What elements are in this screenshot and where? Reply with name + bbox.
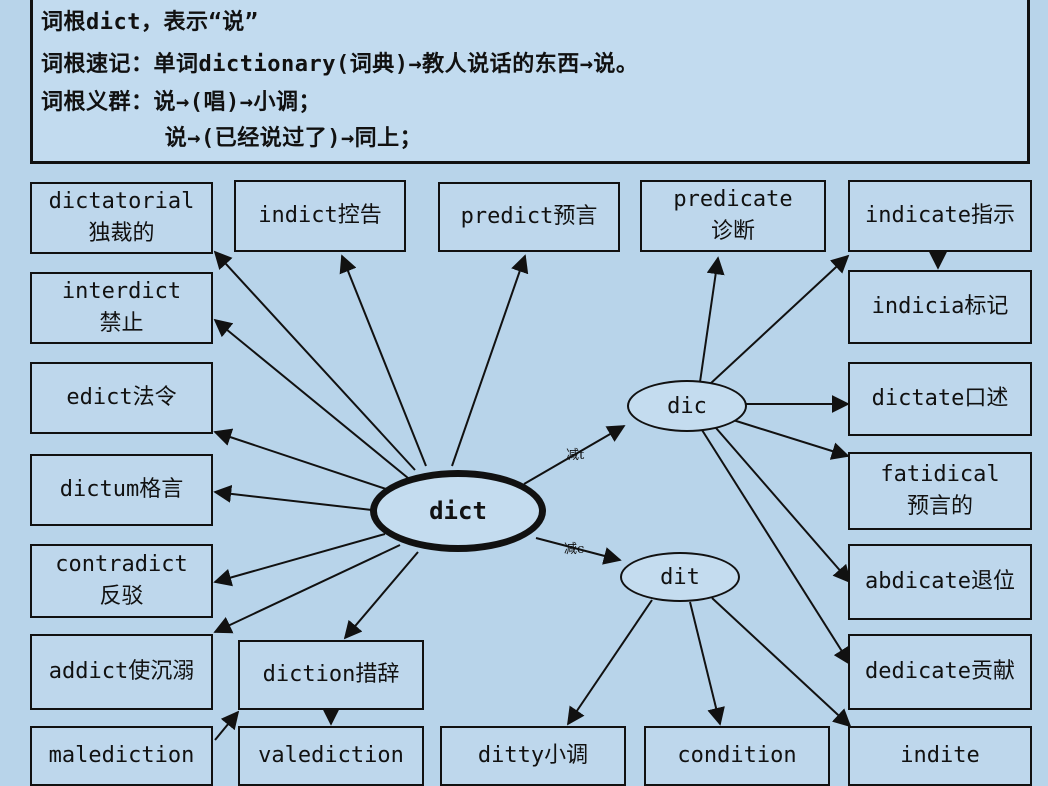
word-node-ditty: ditty小调 [440,726,626,786]
word-node-line: dictatorial [48,189,195,214]
edge-dict-predict [451,254,529,467]
word-node-line: valediction [258,743,404,768]
word-node-line: dictate口述 [871,386,1009,411]
word-node-valediction: valediction [238,726,424,786]
word-node-line: addict使沉溺 [48,659,195,684]
word-node-edict: edict法令 [30,362,213,434]
word-node-condition: condition [644,726,830,786]
word-node-line: abdicate退位 [865,569,1015,594]
edge-dict-edict [213,428,396,493]
word-node-indicia: indicia标记 [848,270,1032,344]
word-node-line: indite [900,743,980,768]
edge-dic-abdicate [715,427,852,584]
word-node-contradict: contradict 反驳 [30,544,213,618]
word-node-addict: addict使沉溺 [30,634,213,710]
word-node-line: indict控告 [258,203,382,228]
edge-dict-contradict [213,533,386,587]
word-node-line: malediction [48,743,195,768]
word-node-indicate: indicate指示 [848,180,1032,252]
edge-dic-fatidical [732,419,850,460]
header-line-3: 词根义群：说→(唱)→小调； [41,90,321,115]
word-node-line: 诊断 [710,219,755,244]
edge-dic-dedicate [701,429,851,666]
word-node-line: predicate [673,187,793,212]
subroot-oval-dit: dit [620,552,740,602]
word-node-indict: indict控告 [234,180,406,252]
edge-dic-indicate [709,254,850,385]
word-node-line: ditty小调 [477,743,589,768]
word-node-line: indicate指示 [865,203,1015,228]
word-node-predict: predict预言 [438,182,620,252]
header-line-2: 词根速记：单词dictionary(词典)→教人说话的东西→说。 [41,52,639,77]
edge-dict-diction [343,551,419,640]
word-node-fatidical: fatidical 预言的 [848,452,1032,530]
word-node-dictate: dictate口述 [848,362,1032,436]
word-node-line: indicia标记 [871,294,1009,319]
word-node-line: dictum格言 [59,477,184,502]
subroot-oval-dic: dic [627,380,747,432]
edge-dict-addict [213,544,401,634]
edge-dict-dictatorial [213,250,416,471]
word-node-line: contradict [55,552,188,577]
word-node-line: dedicate贡献 [865,659,1015,684]
word-node-predicate: predicate 诊断 [640,180,826,252]
word-node-interdict: interdict 禁止 [30,272,213,344]
word-node-line: 反驳 [99,584,144,609]
edge-dit-indite [711,597,852,728]
word-node-line: diction措辞 [262,662,400,687]
edge-dit-ditty [566,599,653,726]
word-node-line: 独裁的 [88,221,155,246]
word-node-line: edict法令 [66,385,177,410]
word-node-abdicate: abdicate退位 [848,544,1032,620]
edge-dict-indict [339,254,427,467]
root-oval-dict: dict [370,470,546,552]
word-node-line: condition [677,743,797,768]
word-node-diction: diction措辞 [238,640,424,710]
edge-dit-condition [689,601,725,726]
word-node-line: interdict [61,279,182,304]
edge-addict-malediction [214,710,240,741]
word-node-line: 预言的 [906,494,973,519]
edge-dict-dic [523,425,626,485]
word-node-line: fatidical [880,462,1000,487]
edge-label-dit: 减c [564,542,585,557]
edge-dict-interdict [213,318,409,479]
edge-dic-predicate [699,256,725,383]
edge-dict-dit [535,537,622,565]
word-node-malediction: malediction [30,726,213,786]
word-node-line: 禁止 [99,311,144,336]
word-node-indite: indite [848,726,1032,786]
header-line-1: 词根dict，表示“说” [41,10,259,35]
edge-dict-dictum [213,484,373,511]
edge-label-dic: 减t [566,448,585,463]
word-node-line: predict预言 [460,204,598,229]
header-line-4: 说→(已经说过了)→同上； [41,126,423,151]
header-panel: 词根dict，表示“说” 词根速记：单词dictionary(词典)→教人说话的… [30,0,1030,164]
word-node-dedicate: dedicate贡献 [848,634,1032,710]
word-node-dictatorial: dictatorial 独裁的 [30,182,213,254]
word-node-dictum: dictum格言 [30,454,213,526]
